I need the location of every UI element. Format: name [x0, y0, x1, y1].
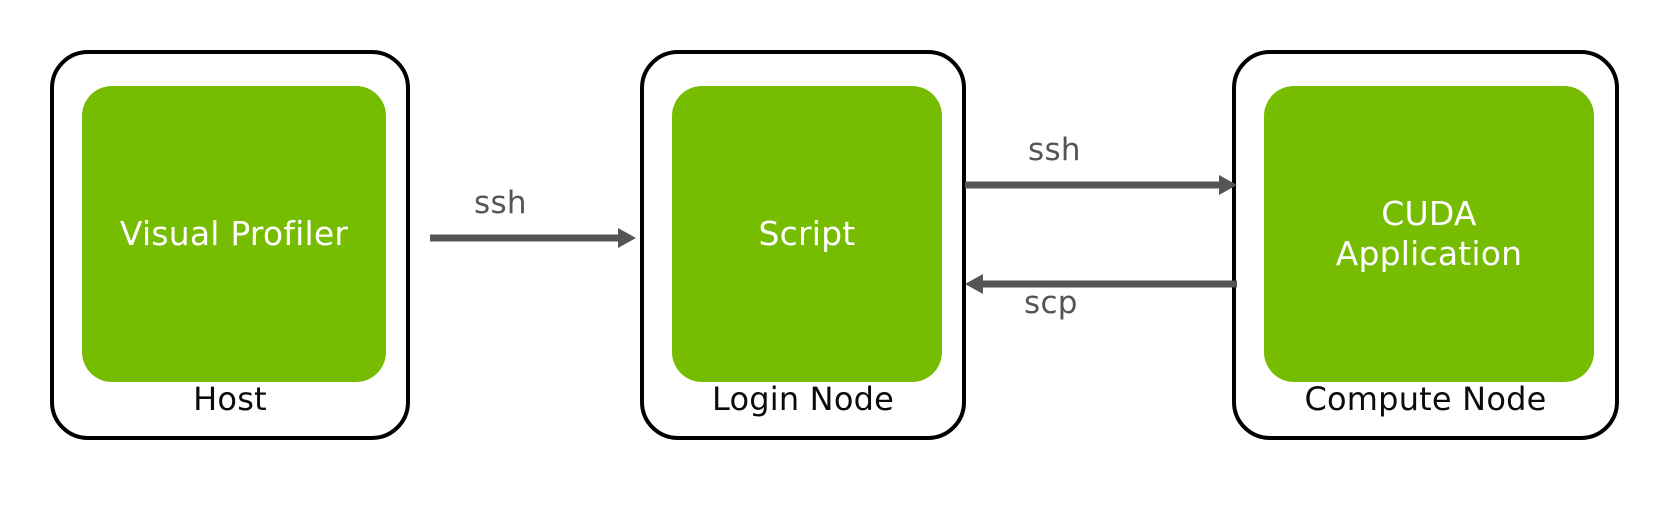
node-compute-node-inner-label-line1: CUDA: [1381, 193, 1477, 233]
node-compute-node[interactable]: CUDA Application Compute Node: [1232, 50, 1619, 440]
node-host[interactable]: Visual Profiler Host: [50, 50, 410, 440]
edge-label-compute-node-to-login-node: scp: [1024, 285, 1078, 321]
node-login-node-caption: Login Node: [711, 380, 894, 418]
node-host-inner-box[interactable]: Visual Profiler: [82, 86, 386, 382]
arrow-host-to-login-node-head: [618, 228, 636, 248]
node-login-node[interactable]: Script Login Node: [640, 50, 966, 440]
node-host-inner-label: Visual Profiler: [119, 213, 349, 253]
node-compute-node-caption: Compute Node: [1304, 380, 1547, 418]
arrow-login-node-to-compute-node: [965, 175, 1237, 195]
edge-label-host-to-login-node: ssh: [474, 185, 527, 221]
edge-label-login-node-to-compute-node: ssh: [1028, 132, 1081, 168]
arrow-compute-node-to-login-node-head: [965, 274, 983, 294]
arrow-compute-node-to-login-node: [965, 274, 1237, 294]
arrow-host-to-login-node: [430, 228, 636, 248]
node-login-node-inner-box[interactable]: Script: [672, 86, 942, 382]
node-compute-node-inner-label-line2: Application: [1335, 234, 1523, 273]
node-login-node-inner-label: Script: [758, 213, 856, 253]
node-compute-node-inner-label: CUDA Application: [1336, 194, 1523, 275]
node-host-caption: Host: [193, 380, 267, 418]
node-compute-node-inner-box[interactable]: CUDA Application: [1264, 86, 1594, 382]
